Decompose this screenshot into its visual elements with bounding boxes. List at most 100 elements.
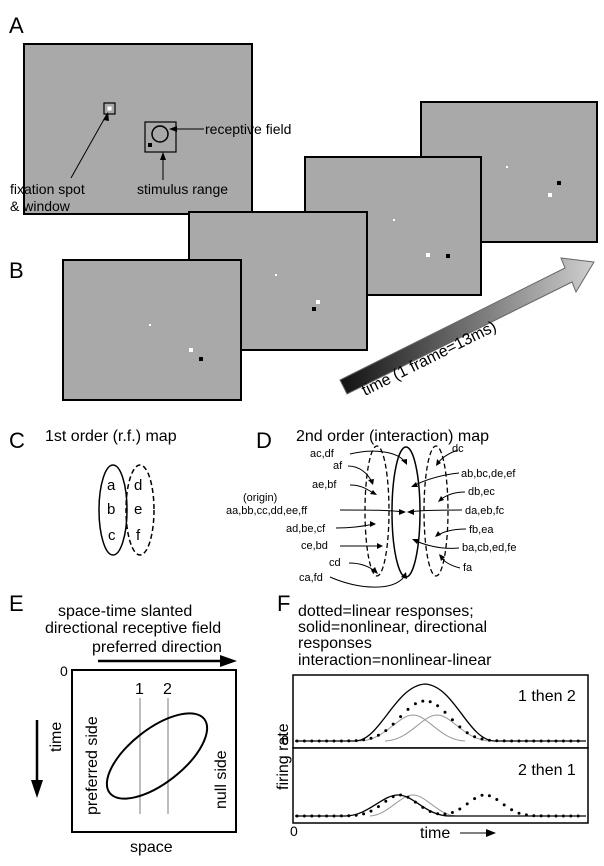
dot (450, 718, 454, 722)
dot (443, 812, 447, 816)
left-labels: ac,df af ae,bf (origin) aa,bb,cc,dd,ee,f… (226, 448, 343, 584)
preferred-side-label: preferred side (84, 716, 101, 815)
black-stimulus (557, 181, 561, 185)
fixation-spot (107, 106, 112, 111)
fixation-dot (275, 274, 277, 276)
stimulus-range-box (144, 121, 177, 153)
map-label: cd (329, 557, 341, 569)
fixation-label-line1: fixation spot (10, 181, 85, 197)
plot-bottom-label: 2 then 1 (518, 762, 576, 779)
dotted-linear-sum-bottom (295, 793, 580, 818)
black-stimulus (312, 307, 316, 311)
screen-a (23, 43, 253, 215)
white-stimulus (189, 348, 193, 352)
arrowhead (160, 152, 166, 160)
map-label: db,ec (468, 486, 495, 498)
map-label: ac,df (310, 448, 335, 460)
dot (539, 739, 543, 743)
dot (376, 733, 380, 737)
dot (450, 811, 454, 814)
dot (554, 739, 558, 743)
white-stimulus (426, 253, 430, 257)
stimulus-dot (148, 143, 152, 147)
black-stimulus (199, 357, 203, 361)
second-order-map-title: 2nd order (interaction) map (296, 428, 489, 445)
origin-zero: 0 (60, 663, 68, 679)
null-side-label: null side (213, 750, 230, 809)
map-label: fb,ea (469, 524, 494, 536)
dashed-ellipse (125, 464, 155, 556)
dot (339, 739, 343, 743)
dot (569, 814, 573, 818)
dot (510, 808, 514, 812)
dot (436, 812, 440, 816)
nonlinear-response-top (295, 683, 586, 742)
black-stimulus (446, 254, 450, 258)
fixation-window (103, 102, 116, 115)
map-label: (origin) (243, 492, 277, 504)
solid-ellipse (98, 464, 128, 556)
dot (354, 739, 358, 743)
dot (458, 725, 462, 729)
slanted-receptive-field (105, 712, 209, 800)
dot (458, 807, 462, 811)
cell-f: f (136, 527, 141, 544)
dot (369, 809, 373, 813)
first-order-map-title: 1st order (r.f.) map (45, 428, 177, 445)
dot (317, 739, 321, 743)
panel-label-c: C (9, 428, 25, 453)
dot (295, 814, 299, 818)
dot (532, 739, 536, 743)
map-label: ce,bd (301, 540, 328, 552)
dot (576, 739, 580, 743)
panel-label-a: A (9, 13, 24, 38)
dot (295, 739, 299, 743)
panel-label-f: F (277, 591, 290, 616)
dot (384, 799, 388, 803)
arrowhead (169, 126, 177, 132)
dot (384, 729, 388, 733)
white-stimulus (548, 193, 552, 197)
preferred-direction-label: preferred direction (92, 639, 222, 656)
map-label: ba,cb,ed,fe (462, 542, 516, 554)
dashed-ellipse-right (423, 445, 449, 577)
dot (310, 814, 314, 818)
time-arrow-label: time (1 frame=13ms) (359, 318, 499, 399)
fixation-dot (149, 324, 151, 326)
dot (399, 715, 403, 719)
panel-label-e: E (9, 591, 24, 616)
cell-d: d (134, 477, 142, 494)
dot (487, 738, 491, 742)
dot (473, 797, 477, 801)
dot (524, 813, 528, 817)
dot (465, 802, 469, 806)
panel-label-d: D (256, 428, 272, 453)
cell-b: b (107, 501, 115, 518)
dot (561, 814, 565, 818)
dot (362, 738, 366, 742)
map-label: ab,bc,de,ef (461, 468, 516, 480)
panel-label-b: B (9, 258, 24, 283)
plot-top-label: 1 then 2 (518, 688, 576, 705)
legend-line-1: dotted=linear responses; (298, 603, 474, 620)
dot (539, 814, 543, 818)
zero-bottom: 0 (290, 823, 298, 839)
dot (391, 795, 395, 799)
dot (421, 805, 425, 809)
firing-rate-label: firing rate (275, 723, 292, 790)
dot (391, 722, 395, 726)
dot (302, 814, 306, 818)
position-label-2: 2 (163, 681, 172, 698)
map-label: ad,be,cf (286, 523, 326, 535)
dot (554, 814, 558, 818)
time-label-f: time (420, 825, 450, 842)
dot (369, 736, 373, 740)
dot (339, 814, 343, 818)
dot (517, 811, 521, 815)
dot (502, 739, 506, 743)
dot (465, 731, 469, 735)
dot (517, 739, 521, 743)
dot (547, 739, 551, 743)
dot (302, 739, 306, 743)
